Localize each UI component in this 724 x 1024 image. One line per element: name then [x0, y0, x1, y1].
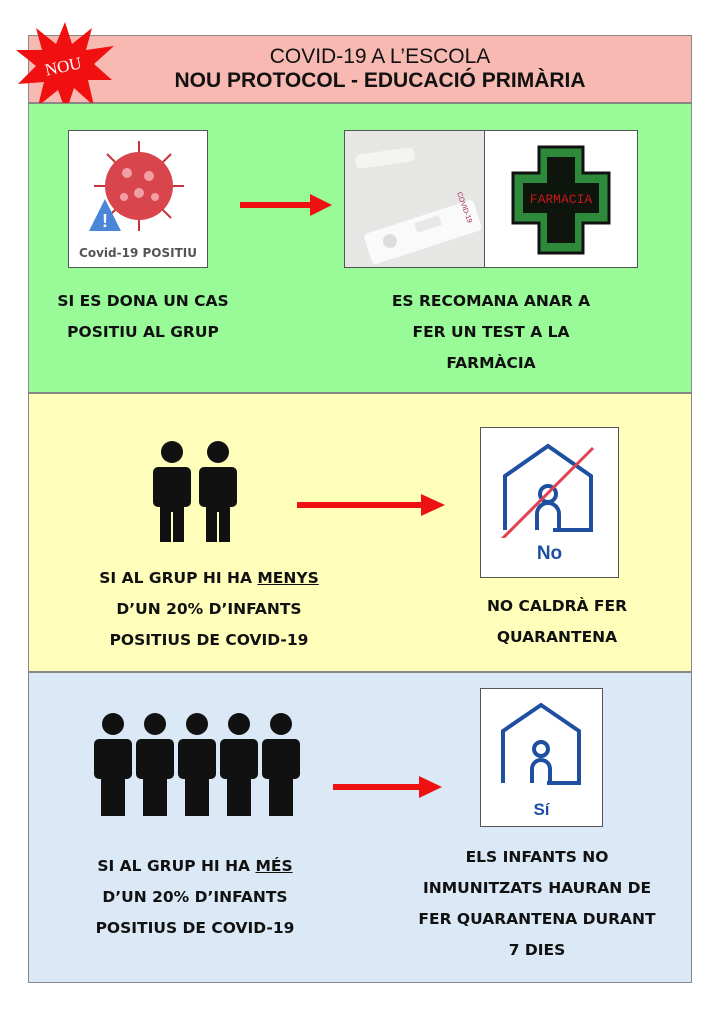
- house-quarantine-icon: [501, 702, 581, 785]
- title: COVID-19 A L’ESCOLA: [269, 45, 491, 68]
- quarantine-icon-box: Sí: [480, 688, 603, 827]
- arrow-icon: [240, 194, 332, 216]
- rapid-test-image: COVID-19: [344, 130, 485, 268]
- pharmacy-sign-text: FARMACIA: [530, 192, 593, 207]
- covid-positive-label: Covid-19 POSITIU: [79, 246, 197, 260]
- svg-text:!: !: [102, 211, 108, 231]
- pharmacy-sign-image: FARMACIA: [484, 130, 638, 268]
- covid-positive-image: ! Covid-19 POSITIU: [68, 130, 208, 268]
- si-label: Sí: [533, 800, 550, 819]
- arrow-icon: [297, 494, 445, 516]
- no-quarantine-icon-box: No: [480, 427, 619, 578]
- header: COVID-19 A L’ESCOLA NOU PROTOCOL - EDUCA…: [28, 35, 692, 103]
- no-label: No: [536, 543, 563, 564]
- five-people-icon: [94, 713, 300, 816]
- virus-icon: !: [89, 141, 184, 231]
- arrow-icon: [333, 776, 442, 798]
- less-than-20-text: SI AL GRUP HI HA MENYS D’UN 20% D’INFANT…: [99, 569, 319, 649]
- test-kit-icon: COVID-19: [355, 147, 482, 265]
- nou-starburst-badge: NOU: [16, 22, 114, 112]
- subtitle: NOU PROTOCOL - EDUCACIÓ PRIMÀRIA: [174, 69, 586, 92]
- house-no-quarantine-icon: [499, 443, 595, 542]
- two-people-icon: [153, 441, 237, 542]
- pharmacy-cross-icon: FARMACIA: [511, 145, 611, 255]
